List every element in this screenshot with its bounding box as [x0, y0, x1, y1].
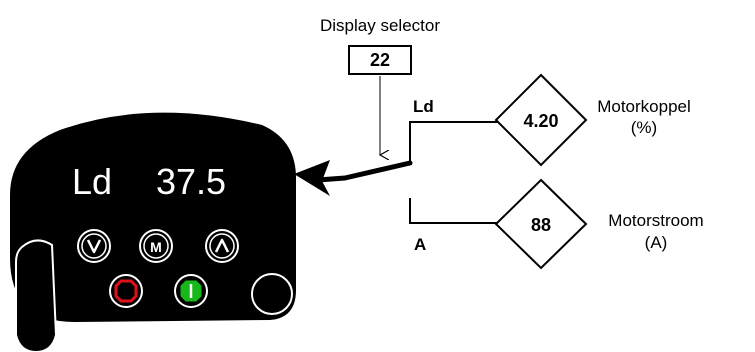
- parameter-name-2: Motorstroom: [608, 212, 703, 229]
- display-value: 37.5: [156, 164, 226, 200]
- selector-title: Display selector: [320, 17, 440, 34]
- switch-lever: [345, 163, 410, 178]
- display-mnemonic: Ld: [72, 164, 112, 200]
- start-button[interactable]: [175, 275, 207, 307]
- parameter-unit-2: (A): [645, 234, 668, 251]
- down-button[interactable]: [78, 230, 110, 262]
- parameter-name-1: Motorkoppel: [597, 98, 691, 115]
- parameter-value-1: 4.20: [523, 112, 558, 130]
- contact-ld-line: [410, 122, 500, 165]
- mode-label: M: [150, 240, 162, 254]
- stop-button[interactable]: [110, 275, 142, 307]
- keypad-knob: [252, 274, 292, 314]
- contact-a-label: A: [414, 236, 426, 253]
- contact-a-line: [410, 198, 500, 223]
- parameter-unit-1: (%): [631, 119, 657, 136]
- contact-ld-label: Ld: [413, 98, 434, 115]
- parameter-value-2: 88: [531, 216, 551, 234]
- up-button[interactable]: [206, 230, 238, 262]
- selector-value: 22: [370, 51, 390, 69]
- keypad-side-lobe: [16, 240, 56, 352]
